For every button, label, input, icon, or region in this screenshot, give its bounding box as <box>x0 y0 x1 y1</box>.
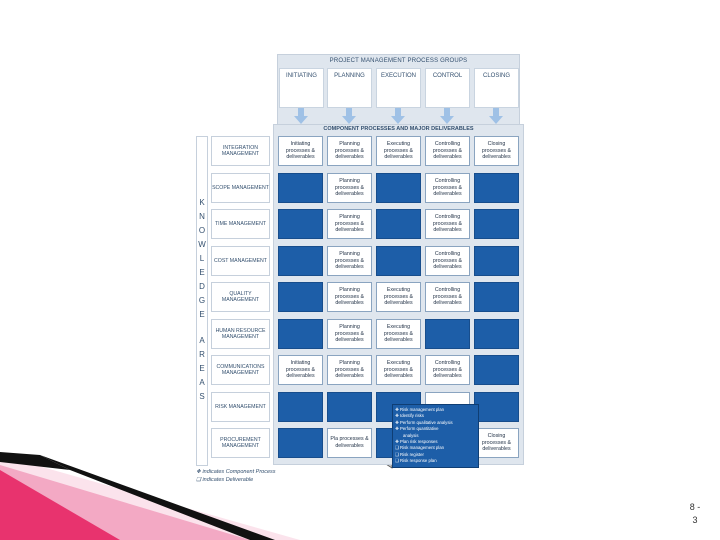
matrix-cell: Closing processes & deliverables <box>474 136 519 166</box>
knowledge-areas-letter: W <box>198 240 206 249</box>
page-number: 8 - 3 <box>689 502 701 525</box>
matrix-cell: Executing processes & deliverables <box>376 136 421 166</box>
matrix-cell: Controlling processes & deliverables <box>425 355 470 385</box>
matrix-cell-empty <box>278 319 323 349</box>
matrix-cell-empty <box>278 282 323 312</box>
knowledge-areas-letter: R <box>199 350 205 359</box>
matrix-cell-empty <box>474 392 519 422</box>
knowledge-areas-letter: N <box>199 212 205 221</box>
knowledge-areas-letter: E <box>199 310 205 319</box>
matrix-cell: Pla processes & deliverables <box>327 428 372 458</box>
matrix-cell: Planning processes & deliverables <box>327 173 372 203</box>
group-control: CONTROL <box>425 68 470 108</box>
knowledge-areas-letter: E <box>199 268 205 277</box>
row-label: COST MANAGEMENT <box>211 246 270 276</box>
row-label: TIME MANAGEMENT <box>211 209 270 239</box>
matrix-cell-empty <box>474 319 519 349</box>
group-closing: CLOSING <box>474 68 519 108</box>
row-label: INTEGRATION MANAGEMENT <box>211 136 270 166</box>
matrix-cell-empty <box>327 392 372 422</box>
knowledge-areas-letter: D <box>199 282 205 291</box>
callout-line: analysis <box>403 432 419 438</box>
matrix-cell: Planning processes & deliverables <box>327 136 372 166</box>
row-label: RISK MANAGEMENT <box>211 392 270 422</box>
group-execution: EXECUTION <box>376 68 421 108</box>
ribbon-pink-accent <box>0 470 120 540</box>
matrix-cell-empty <box>474 355 519 385</box>
group-planning: PLANNING <box>327 68 372 108</box>
matrix-cell-empty <box>278 209 323 239</box>
risk-callout-box <box>392 404 479 468</box>
matrix-cell: Closing processes & deliverables <box>474 428 519 458</box>
ribbon-dark-tip <box>0 452 70 470</box>
matrix-cell-empty <box>376 173 421 203</box>
knowledge-areas-letter: A <box>199 336 205 345</box>
matrix-cell: Planning processes & deliverables <box>327 319 372 349</box>
callout-line: ❖ Risk management plan <box>395 407 444 412</box>
knowledge-areas-column <box>196 136 208 466</box>
callout-line: ❖ Perform quantitative <box>395 426 439 432</box>
matrix-cell: Planning processes & deliverables <box>327 246 372 276</box>
callout-line: ❖ Identify risks <box>395 413 424 419</box>
matrix-cell-empty <box>278 246 323 276</box>
matrix-cell: Executing processes & deliverables <box>376 319 421 349</box>
arrow-down-icon <box>294 108 308 124</box>
matrix-cell-empty <box>474 282 519 312</box>
callout-line: ❑ Risk response plan <box>395 458 437 464</box>
matrix-cell: Controlling processes & deliverables <box>425 209 470 239</box>
matrix-cell: Executing processes & deliverables <box>376 282 421 312</box>
matrix-cell: Planning processes & deliverables <box>327 282 372 312</box>
arrow-down-icon <box>489 108 503 124</box>
callout-line: ❑ Risk register <box>395 451 424 457</box>
process-groups-title: PROJECT MANAGEMENT PROCESS GROUPS <box>329 58 468 64</box>
knowledge-areas-letter: E <box>199 364 205 373</box>
row-label: QUALITY MANAGEMENT <box>211 282 270 312</box>
row-label: HUMAN RESOURCE MANAGEMENT <box>211 319 270 349</box>
matrix-cell: Initiating processes & deliverables <box>278 136 323 166</box>
matrix-cell: Controlling processes & deliverables <box>425 246 470 276</box>
matrix-cell-empty <box>278 392 323 422</box>
matrix-cell-empty <box>425 319 470 349</box>
matrix-cell: Controlling processes & deliverables <box>425 173 470 203</box>
matrix-title: COMPONENT PROCESSES AND MAJOR DELIVERABL… <box>323 126 474 132</box>
callout-line: ❖ Perform qualitative analysis <box>395 419 453 425</box>
matrix-cell: Controlling processes & deliverables <box>425 282 470 312</box>
knowledge-areas-letter: O <box>198 226 206 235</box>
knowledge-areas-letter: G <box>198 296 206 305</box>
matrix-cell-empty <box>376 246 421 276</box>
arrow-down-icon <box>342 108 356 124</box>
matrix-cell: Controlling processes & deliverables <box>425 136 470 166</box>
knowledge-areas-letter: A <box>199 378 205 387</box>
legend-deliverable: ❑ indicates Deliverable <box>196 477 254 483</box>
matrix-cell-empty <box>278 428 323 458</box>
matrix-cell-empty <box>376 209 421 239</box>
matrix-cell: Planning processes & deliverables <box>327 355 372 385</box>
row-label: PROCUREMENT MANAGEMENT <box>211 428 270 458</box>
arrow-down-icon <box>391 108 405 124</box>
matrix-cell-empty <box>474 246 519 276</box>
matrix-cell: Executing processes & deliverables <box>376 355 421 385</box>
row-label: SCOPE MANAGEMENT <box>211 173 270 203</box>
knowledge-areas-letter: L <box>199 254 205 263</box>
matrix-cell: Initiating processes & deliverables <box>278 355 323 385</box>
callout-line: ❖ Plan risk responses <box>395 439 438 444</box>
legend-component-process: ❖ indicates Component Process <box>196 469 276 475</box>
group-initiating: INITIATING <box>279 68 324 108</box>
matrix-cell-empty <box>474 173 519 203</box>
matrix-cell: Planning processes & deliverables <box>327 209 372 239</box>
callout-line: ❑ Risk management plan <box>395 445 444 451</box>
row-label: COMMUNICATIONS MANAGEMENT <box>211 355 270 385</box>
arrow-down-icon <box>440 108 454 124</box>
knowledge-areas-letter: S <box>199 392 205 401</box>
matrix-cell-empty <box>474 209 519 239</box>
ribbon-dark-stripe <box>40 455 275 540</box>
knowledge-areas-letter: K <box>199 198 205 207</box>
matrix-cell-empty <box>278 173 323 203</box>
